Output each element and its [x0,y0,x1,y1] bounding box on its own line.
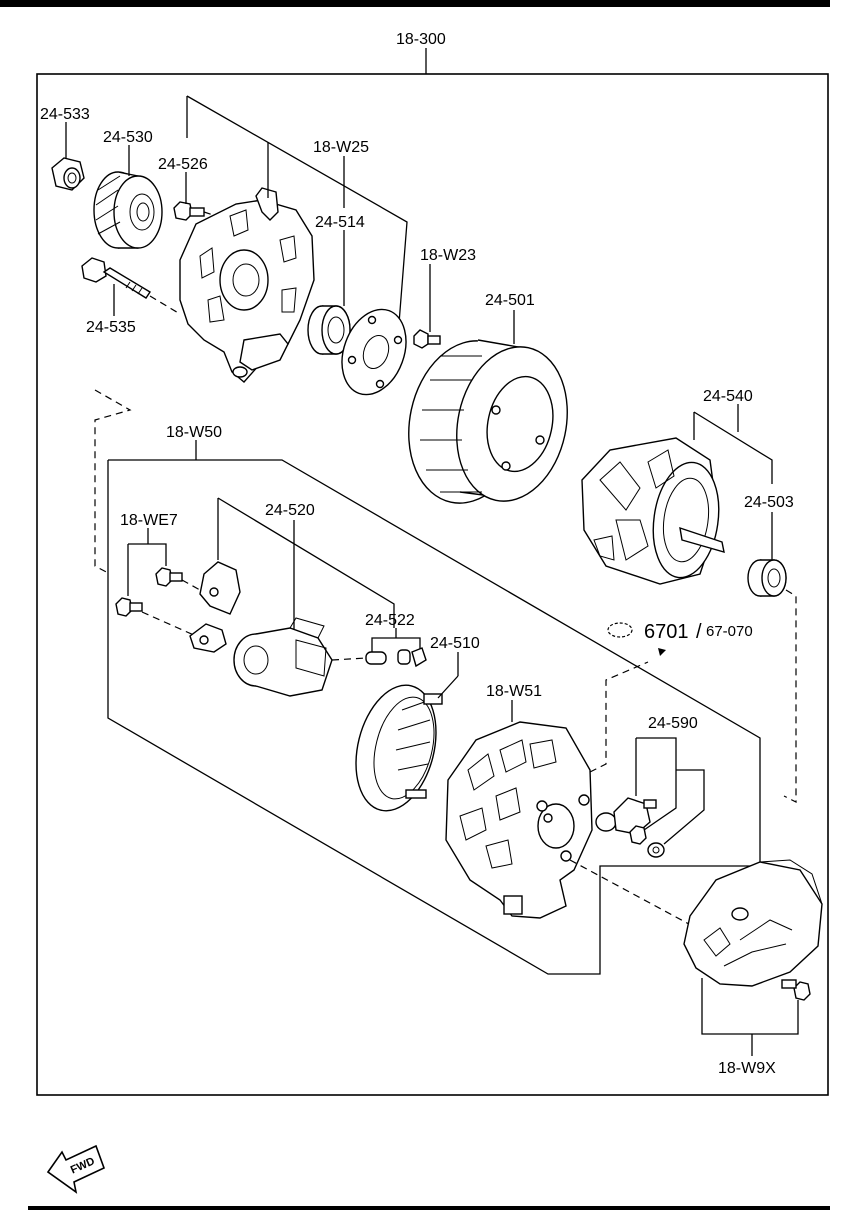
terminal-screw-upper [155,567,183,587]
label-24-530: 24-530 [103,129,153,146]
bracket-18-W25 [186,95,408,337]
nut-part [51,157,85,191]
assembly-label: 18-300 [396,31,446,48]
dash-screw-upper [181,579,201,591]
bracket-24-520 [217,497,395,628]
pulley-part [93,171,163,249]
terminal-part [595,797,665,858]
bracket-18-WE7 [128,543,167,566]
label-18-WE7: 18-WE7 [120,512,178,529]
dash-right-axis [783,589,797,803]
bracket-24-540 [693,411,773,484]
bracket-24-590 [636,737,677,831]
assembly-frame [36,73,829,1096]
label-24-540: 24-540 [703,388,753,405]
label-24-501: 24-501 [485,292,535,309]
label-24-514: 24-514 [315,214,365,231]
reference-symbol-icon [607,622,633,638]
fwd-arrow-icon [46,1144,106,1194]
bracket-18-W50 [107,459,761,975]
front-bearing-part [307,305,351,355]
label-18-W9X: 18-W9X [718,1060,776,1077]
label-18-W23: 18-W23 [420,247,476,264]
label-18-W50: 18-W50 [166,424,222,441]
retainer-plate-part [341,308,407,396]
rear-cover-part [683,859,823,987]
dash-through-bolt [149,295,181,315]
label-24-526: 24-526 [158,156,208,173]
reference-separator: / [696,621,702,643]
label-24-533: 24-533 [40,106,90,123]
label-24-522: 24-522 [365,612,415,629]
rectifier-part [355,684,443,812]
bracket-24-590-right [663,769,705,845]
top-rule [0,0,830,7]
bracket-18-W9X [701,978,799,1035]
label-24-503: 24-503 [744,494,794,511]
bolt-small-part [173,201,205,221]
brush-spring-part [365,647,427,668]
leader-24-510b [437,675,459,699]
label-18-W25: 18-W25 [313,139,369,156]
reference-arrowhead [658,648,666,656]
through-bolt-part [81,257,151,299]
label-24-510: 24-510 [430,635,480,652]
label-24-590: 24-590 [648,715,698,732]
bottom-rule [28,1206,830,1210]
reference-main: 6701 [644,621,689,643]
dash-rear-cover [569,859,701,931]
rotor-part [581,437,725,585]
rear-housing-part [445,721,593,919]
rear-bearing-part [747,559,787,597]
reference-sub: 67-070 [706,623,753,640]
front-housing-part [179,187,315,383]
dash-to-reference [589,661,649,773]
screw-part [413,329,441,349]
bracket-24-522 [371,637,421,652]
cover-screw-part [781,979,811,1001]
brush-holder-part [189,561,333,697]
stator-part [408,339,568,504]
dash-screw-lower [141,611,197,637]
label-24-535: 24-535 [86,319,136,336]
terminal-screw-lower [115,597,143,617]
dash-left-axis [94,389,132,575]
dash-brush-set [331,657,367,661]
label-18-W51: 18-W51 [486,683,542,700]
label-24-520: 24-520 [265,502,315,519]
